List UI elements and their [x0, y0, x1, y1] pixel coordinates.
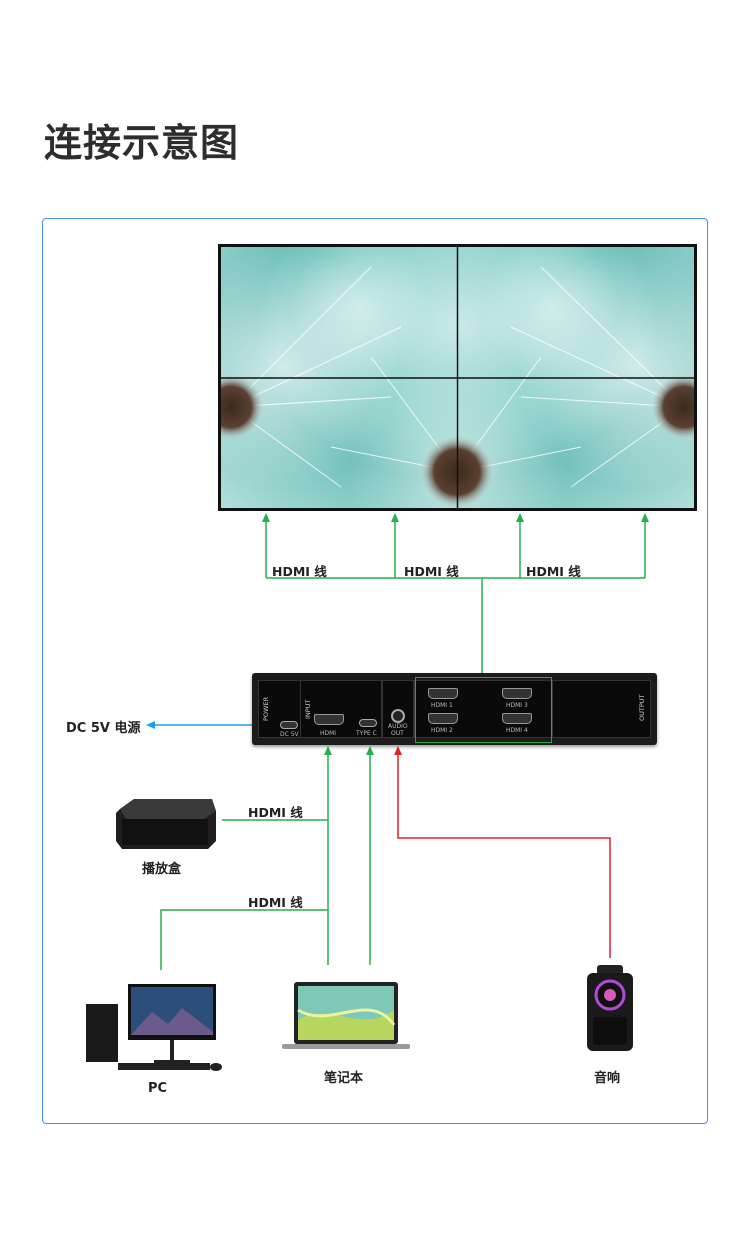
diagram-frame [42, 218, 708, 1124]
hdmi2-port [428, 713, 458, 724]
pc-image [86, 984, 222, 1071]
hdmi1-port [428, 688, 458, 699]
hdmi-output-highlight [415, 677, 552, 743]
power-port-title: POWER [262, 696, 270, 721]
page-title: 连接示意图 [44, 121, 240, 165]
hdmi3-label: HDMI 3 [506, 702, 528, 709]
hdmi3-port [502, 688, 532, 699]
hdmi-cable-label-1: HDMI 线 [272, 564, 327, 579]
video-wall [218, 244, 697, 511]
hdmi4-port [502, 713, 532, 724]
laptop-image [282, 982, 410, 1049]
hdmi4-label: HDMI 4 [506, 727, 528, 734]
audio-jack [391, 709, 405, 723]
set-top-box-label: 播放盒 [142, 862, 182, 877]
hdmi2-label: HDMI 2 [431, 727, 453, 734]
output-title: OUTPUT [638, 694, 646, 722]
set-top-box-image [116, 799, 216, 849]
dc-port [280, 721, 298, 729]
typec-port [359, 719, 377, 727]
speaker-image [587, 965, 633, 1051]
hdmi-input-label: HDMI [320, 730, 337, 737]
input-panel [300, 680, 382, 738]
hdmi-cable-label-2: HDMI 线 [404, 564, 459, 579]
dandelion-image [221, 247, 694, 508]
input-title: INPUT [304, 699, 312, 719]
dc-port-label: DC 5V [280, 731, 299, 738]
hdmi-cable-label-4: HDMI 线 [248, 805, 303, 820]
audio-out-label-1: AUDIO [388, 723, 408, 730]
pc-label: PC [148, 1081, 168, 1096]
hdmi-cable-label-5: HDMI 线 [248, 895, 303, 910]
power-label: DC 5V 电源 [66, 721, 141, 736]
splitter-device: POWER DC 5V INPUT HDMI TYPE C AUDIO OUT … [252, 673, 657, 745]
audio-out-label-2: OUT [391, 730, 404, 737]
hdmi-input-port [314, 714, 344, 725]
hdmi1-label: HDMI 1 [431, 702, 453, 709]
hdmi-cable-label-3: HDMI 线 [526, 564, 581, 579]
laptop-label: 笔记本 [324, 1071, 364, 1086]
typec-port-label: TYPE C [356, 730, 377, 737]
speaker-label: 音响 [594, 1071, 621, 1086]
output-panel [552, 680, 651, 738]
